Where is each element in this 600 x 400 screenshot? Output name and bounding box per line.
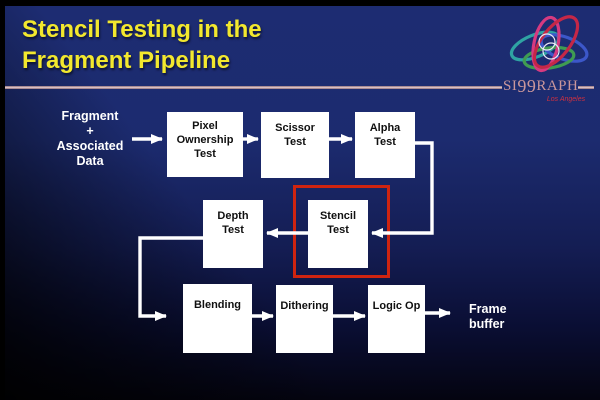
siggraph-wordmark: SI99RAPH <box>503 76 583 96</box>
frame-buffer-label: Frame buffer <box>469 302 507 331</box>
slide-title: Stencil Testing in the Fragment Pipeline <box>22 16 262 74</box>
box-blending: Blending <box>183 284 252 353</box>
box-depth-test: Depth Test <box>203 200 263 268</box>
box-scissor-test: Scissor Test <box>261 112 329 178</box>
siggraph-99-logo-icon <box>509 15 589 73</box>
left-black-border <box>0 0 5 400</box>
title-divider-rule <box>5 86 502 89</box>
box-stencil-test: Stencil Test <box>308 200 368 268</box>
box-alpha-test: Alpha Test <box>355 112 415 178</box>
wordmark-99: 99 <box>517 76 537 96</box>
title-divider-end-dash <box>578 86 594 89</box>
logo-city-label: Los Angeles <box>546 96 586 103</box>
box-logic-op: Logic Op <box>368 285 425 353</box>
wordmark-si: SI <box>503 78 518 94</box>
wordmark-raph: RAPH <box>536 78 579 94</box>
fragment-input-label: Fragment + Associated Data <box>56 109 124 168</box>
box-dithering: Dithering <box>276 285 333 353</box>
box-pixel-ownership-test: Pixel Ownership Test <box>167 112 243 177</box>
top-black-border <box>0 0 600 6</box>
